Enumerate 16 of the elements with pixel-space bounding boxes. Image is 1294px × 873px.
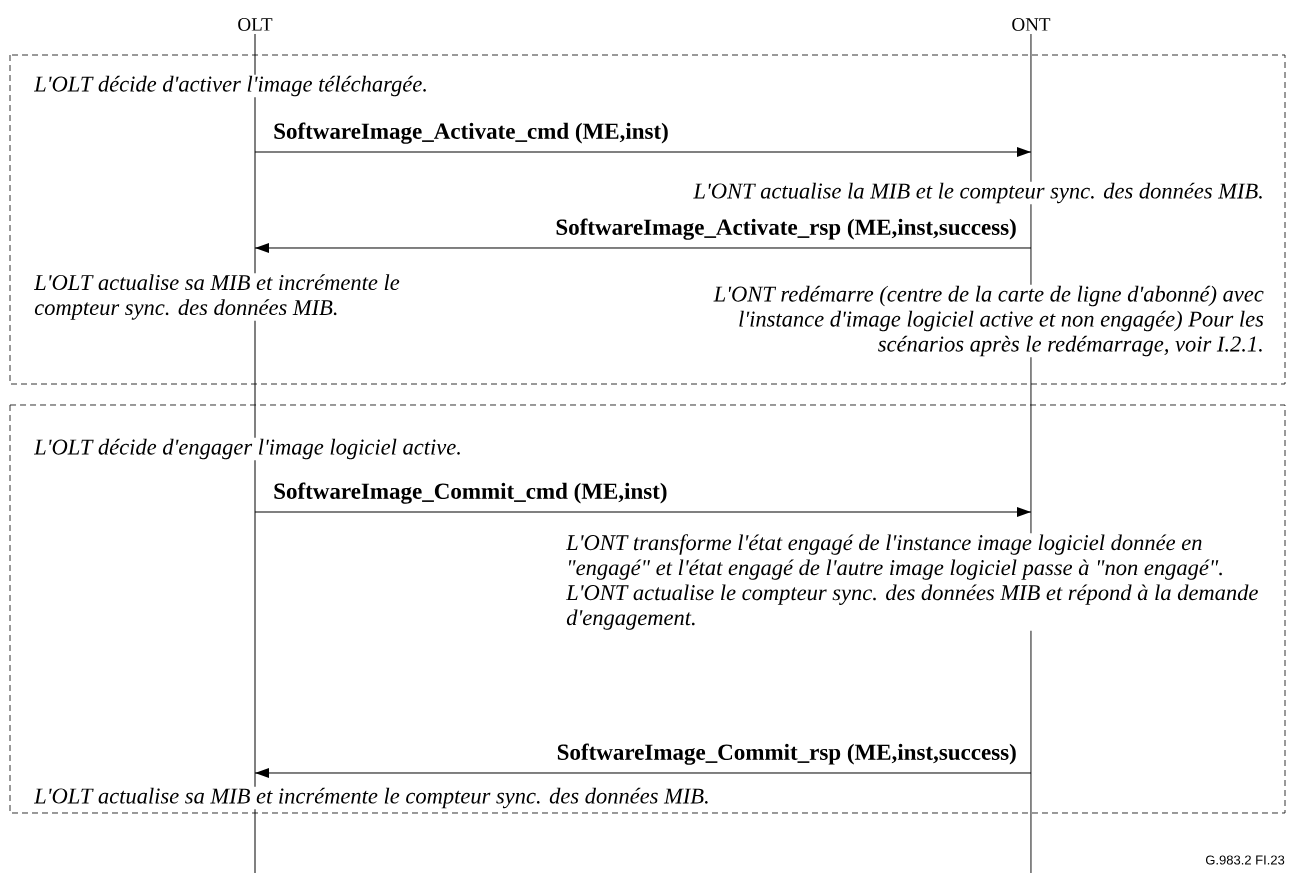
figure-id: G.983.2 FI.23: [1205, 855, 1285, 865]
message-label: SoftwareImage_Commit_cmd (ME,inst): [272, 481, 669, 505]
note-text: L'OLT décide d'activer l'image téléchargée.: [33, 74, 429, 98]
message-arrow: [254, 147, 1032, 157]
message-label: SoftwareImage_Activate_rsp (ME,inst,success): [554, 217, 1018, 241]
message-arrow: [254, 768, 1032, 778]
note-text: L'OLT actualise sa MIB et incrémente le compteur sync. des données MIB.: [33, 786, 711, 810]
note-text: L'ONT transforme l'état engagé de l'instance image logiciel donnée en "engagé" et l'état engagé de l'autre image logiciel passe à "non engagé". L'ONT actualise le compteur sync. des données MIB et répond à la demande d'engagement.: [565, 533, 1268, 631]
note-text: L'ONT redémarre (centre de la carte de ligne d'abonné) avec l'instance d'image logiciel active et non engagée) Pour les scénarios après le redémarrage, voir I.2.1.: [710, 284, 1265, 358]
message-arrow: [254, 507, 1032, 517]
message-label: SoftwareImage_Commit_rsp (ME,inst,success): [555, 742, 1018, 766]
note-text: L'ONT actualise la MIB et le compteur sync. des données MIB.: [692, 181, 1265, 205]
message-label: SoftwareImage_Activate_cmd (ME,inst): [272, 121, 670, 145]
message-arrow: [254, 243, 1032, 253]
note-text: L'OLT actualise sa MIB et incrémente le compteur sync. des données MIB.: [33, 273, 408, 321]
note-text: L'OLT décide d'engager l'image logiciel active.: [33, 437, 463, 461]
